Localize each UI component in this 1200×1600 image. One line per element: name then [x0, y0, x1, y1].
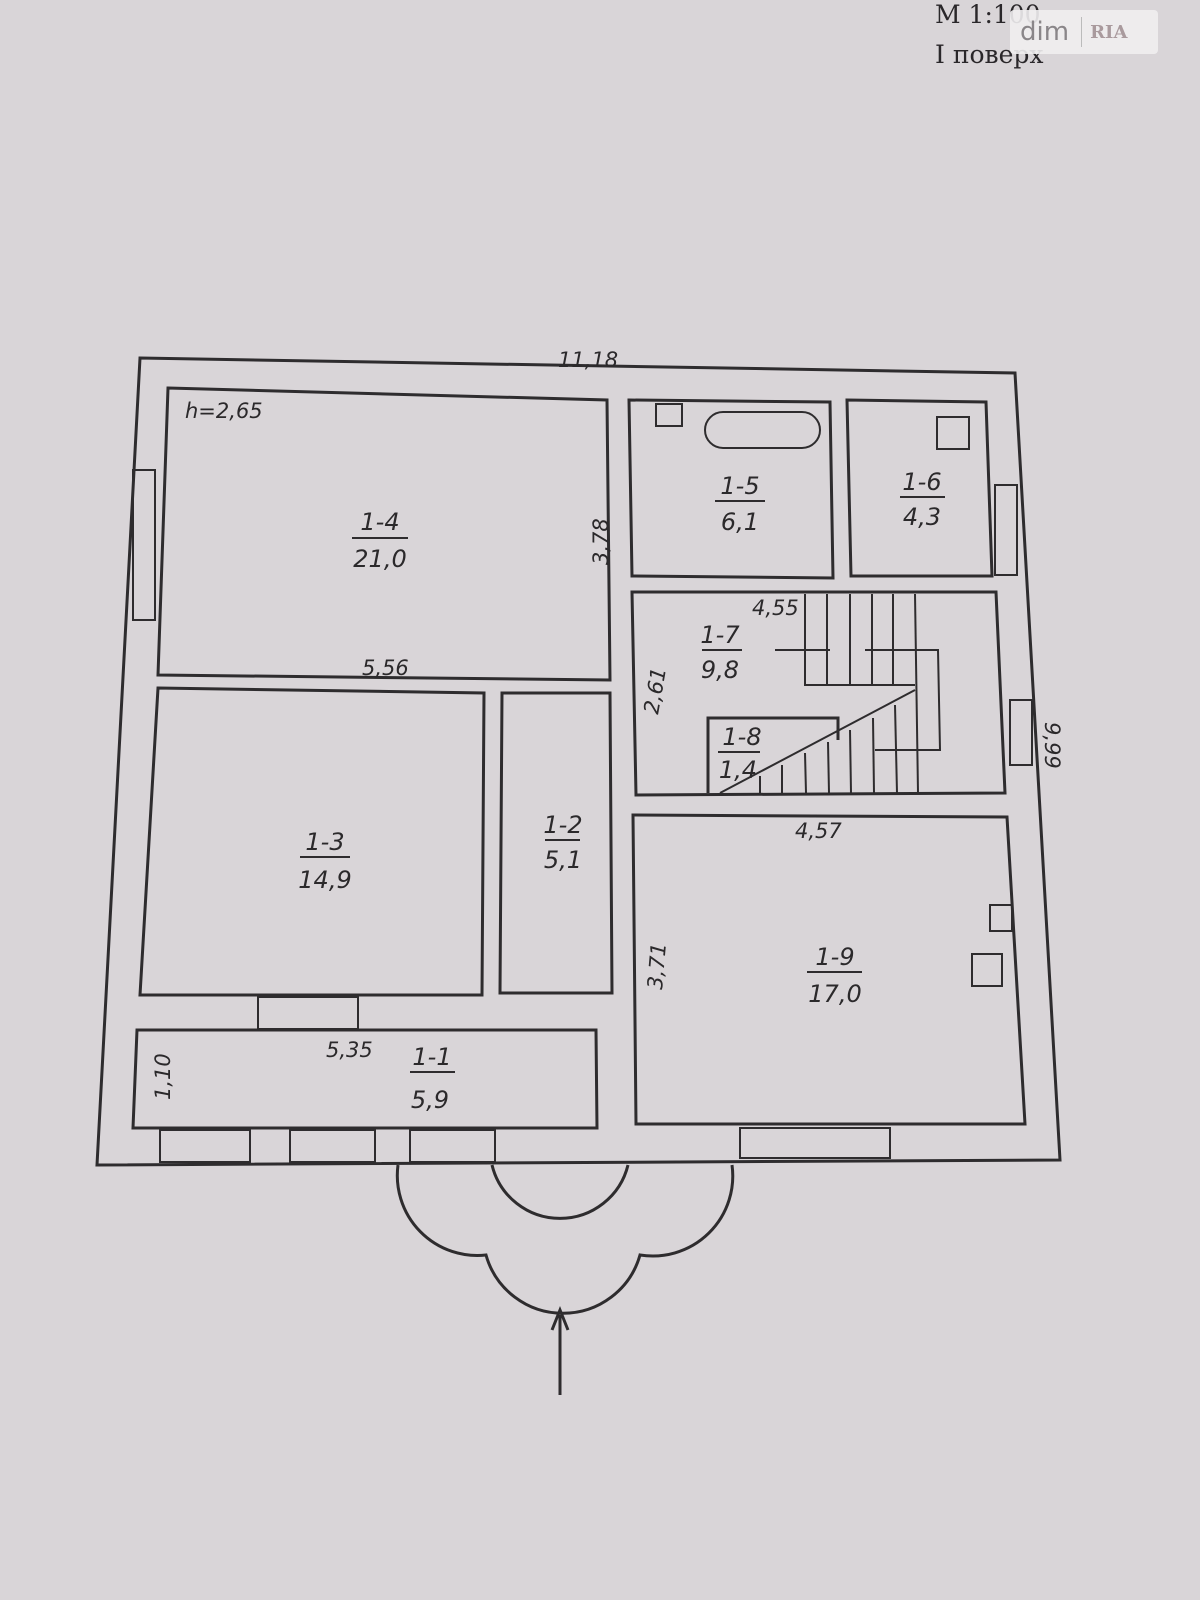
dim-room14-height: 3,78 [589, 518, 613, 565]
dim-ria-watermark[interactable]: dim RIA [1010, 10, 1158, 54]
room-1-9: 1-9 17,0 [631, 813, 1027, 1126]
staircase [719, 593, 942, 794]
room-id: 1-2 [543, 811, 582, 839]
room-1-5: 1-5 6,1 [627, 398, 835, 580]
sink-icon [655, 403, 683, 427]
room-id: 1-7 [700, 621, 740, 649]
room-area: 17,0 [808, 980, 861, 1008]
room-id: 1-5 [720, 472, 759, 500]
room-id: 1-1 [412, 1043, 451, 1071]
room-id: 1-9 [815, 943, 854, 971]
room-1-2: 1-2 5,1 [498, 691, 614, 995]
dim-room19-width: 4,57 [795, 819, 842, 843]
dim-depth-total: 9,99 [1040, 722, 1064, 769]
stove-icon [971, 953, 1003, 987]
room-1-1: 1-1 5,9 [131, 1028, 599, 1130]
room-area: 14,9 [298, 866, 351, 894]
room-1-6: 1-6 4,3 [845, 398, 994, 578]
room-area: 5,9 [411, 1086, 449, 1114]
dim-room19-height: 3,71 [643, 942, 671, 991]
dim-room17-width: 4,55 [752, 596, 799, 620]
watermark-ria: RIA [1090, 21, 1128, 43]
room-area: 1,4 [719, 756, 757, 784]
room-id: 1-4 [360, 508, 399, 536]
room-1-8: 1-8 1,4 [706, 716, 840, 793]
sink-icon [989, 904, 1013, 932]
room-area: 6,1 [721, 508, 759, 536]
room-area: 21,0 [353, 545, 406, 573]
room-area: 4,3 [903, 503, 941, 531]
watermark-dim: dim [1010, 17, 1083, 47]
windows [132, 469, 1033, 1163]
room-area: 9,8 [701, 656, 739, 684]
dim-width-total: 11,18 [558, 348, 618, 372]
room-id: 1-8 [722, 723, 761, 751]
bathtub-icon [704, 411, 821, 449]
room-1-7: 1-7 9,8 [630, 590, 1007, 797]
dim-height: h=2,65 [185, 399, 263, 423]
dim-room11-height: 1,10 [151, 1053, 175, 1100]
room-id: 1-3 [305, 828, 344, 856]
room-1-3: 1-3 14,9 [138, 686, 486, 997]
dim-room11-width: 5,35 [326, 1038, 373, 1062]
porch [395, 1164, 735, 1395]
dim-room17-height: 2,61 [639, 666, 671, 716]
outer-wall [95, 356, 1062, 1167]
room-id: 1-6 [902, 468, 941, 496]
room-area: 5,1 [544, 846, 582, 874]
boiler-icon [936, 416, 970, 450]
dim-room14-width: 5,56 [362, 656, 409, 680]
room-1-4: 1-4 21,0 [156, 386, 612, 682]
